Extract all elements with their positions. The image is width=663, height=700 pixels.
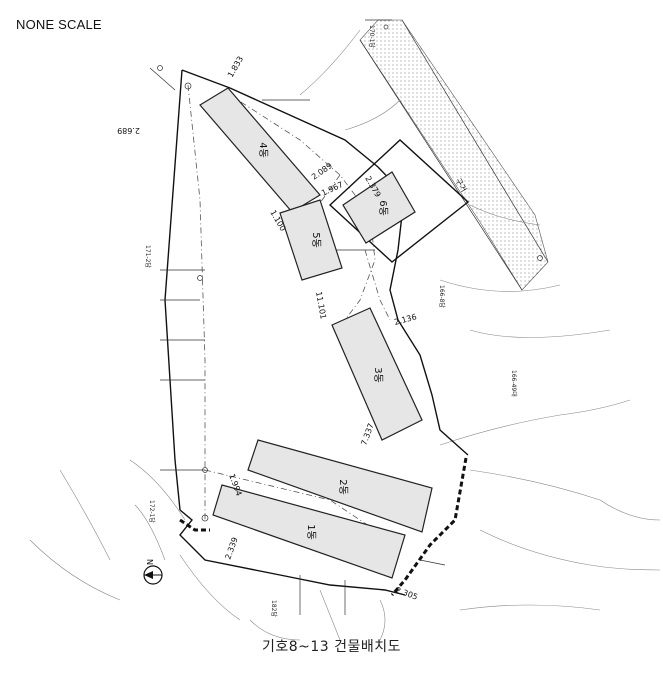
building-3 xyxy=(331,307,423,441)
building-2 xyxy=(247,439,433,533)
building-4-label: 4동 xyxy=(257,142,269,158)
dim-2: 2.689 xyxy=(117,126,140,135)
dim-11: 2.339 xyxy=(223,536,239,561)
lot-172-1: 172-1답 xyxy=(148,500,155,523)
site-boundary xyxy=(164,69,469,596)
north-arrow-icon: N xyxy=(143,559,163,585)
dim-9: 7.337 xyxy=(359,422,375,447)
building-2-label: 2동 xyxy=(337,479,349,495)
buildings xyxy=(199,87,433,579)
lot-166-8: 166-8답 xyxy=(438,285,445,308)
building-6-label: 6동 xyxy=(377,200,389,216)
dim-1: 1.833 xyxy=(226,55,245,79)
dim-7: 11.101 xyxy=(314,291,328,320)
manhole-symbols xyxy=(157,24,543,522)
drawing-caption: 기호8~13 건물배치도 xyxy=(261,639,402,655)
lot-171-2: 171-2답 xyxy=(144,245,151,268)
building-4 xyxy=(199,87,321,213)
lot-166-49: 166-49대 xyxy=(510,370,518,397)
scale-note: NONE SCALE xyxy=(16,17,102,32)
lot-182: 182답 xyxy=(270,600,277,617)
building-6-lot xyxy=(328,139,470,263)
building-6 xyxy=(342,171,416,244)
building-5 xyxy=(279,199,343,281)
north-label: N xyxy=(145,559,154,565)
contour-lines xyxy=(29,29,661,641)
dim-12: 2.305 xyxy=(394,585,419,601)
lot-170: 170-1답 xyxy=(368,25,375,48)
leader-lines xyxy=(149,67,446,615)
building-1 xyxy=(212,484,406,579)
building-3-label: 3동 xyxy=(372,367,384,383)
building-1-label: 1동 xyxy=(305,524,317,540)
dim-3: 2.089 xyxy=(310,161,334,182)
road-strip xyxy=(359,19,549,291)
building-5-label: 5동 xyxy=(310,232,322,248)
